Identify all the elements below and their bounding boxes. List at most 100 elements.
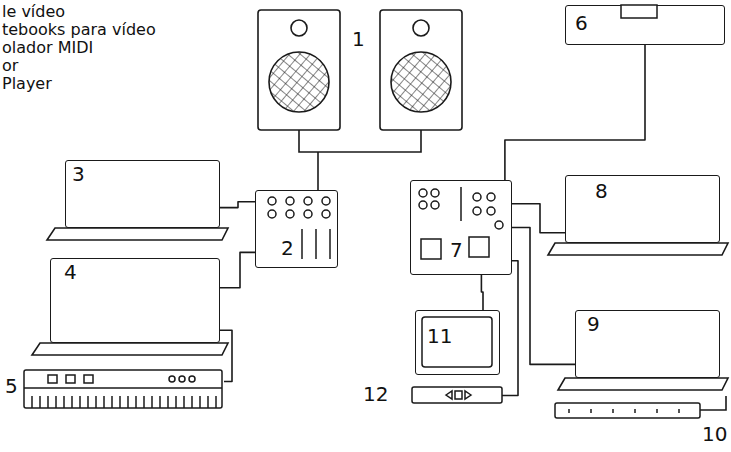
speaker-cable	[299, 130, 421, 190]
projector-drawing-part	[621, 5, 657, 18]
projector: 6	[565, 5, 725, 45]
midi-controller-drawing-part-part	[183, 396, 185, 408]
video-mixer-drawing-part-part	[419, 189, 427, 197]
midi-controller-drawing-part-part	[55, 396, 57, 408]
video-mixer-drawing-part-part	[487, 207, 495, 215]
legend-text: tebooks para vídeo	[2, 21, 156, 39]
text-holder: 9	[576, 311, 719, 335]
audio-mixer-drawing-part-part	[286, 197, 294, 205]
midi-controller-drawing-part-part	[159, 396, 161, 408]
cable-stub	[700, 396, 726, 410]
woofer	[391, 52, 451, 112]
midi-controller-drawing-part-part	[79, 396, 81, 408]
callout-number: 9	[586, 313, 601, 335]
power-strip-drawing-part-part	[555, 403, 700, 418]
media-player-drawing-part-part	[412, 387, 502, 403]
media-player-drawing-part-part	[446, 391, 452, 399]
video-mixer-drawing-part-part	[495, 221, 503, 229]
midi-controller-drawing-part-part	[111, 396, 113, 408]
media-player-drawing-part	[412, 387, 502, 403]
midi-controller-drawing-part-part	[47, 396, 49, 408]
audio-mixer-drawing-part-part	[304, 210, 312, 218]
callout-number: 2	[280, 237, 295, 259]
media-player: 12	[362, 383, 502, 408]
tweeter	[291, 20, 307, 36]
midi-controller-drawing-part-part	[143, 396, 145, 408]
speaker-cable	[317, 152, 319, 190]
midi-controller-drawing-part-part	[179, 376, 185, 382]
audio-mixer-drawing-part-part	[329, 229, 331, 259]
cable-stub	[700, 396, 726, 410]
power-strip-drawing-part-part	[656, 409, 658, 413]
midi-controller-drawing-part-part	[103, 396, 105, 408]
midi-controller-drawing-part-part	[215, 396, 217, 408]
callout-number: 5	[4, 375, 19, 397]
laptop-base	[558, 378, 728, 390]
speaker-body	[258, 10, 340, 130]
projector-drawing-part-part	[621, 5, 657, 18]
speaker-cable	[299, 130, 421, 152]
midi-controller-drawing-part-part	[119, 396, 121, 408]
speaker	[258, 10, 340, 130]
laptop-base	[548, 243, 728, 255]
cable	[512, 228, 575, 365]
power-strip-drawing-part-part	[678, 409, 680, 413]
cable	[505, 45, 645, 180]
cable	[481, 275, 483, 310]
power-strip-drawing-part-part	[634, 409, 636, 413]
audio-mixer-drawing-part-part	[268, 210, 276, 218]
cable	[512, 204, 565, 233]
video-mixer-drawing-part-part	[421, 239, 441, 259]
audio-mixer-drawing-part-part	[322, 197, 330, 205]
midi-controller-drawing	[4, 368, 224, 413]
text-holder: 4	[51, 259, 219, 283]
midi-controller: 5	[4, 368, 224, 413]
midi-controller-drawing-part-part	[191, 396, 193, 408]
callout-number: 8	[594, 180, 609, 202]
midi-controller-drawing-part-part	[199, 396, 201, 408]
midi-controller-drawing-part-part	[66, 375, 75, 383]
midi-controller-drawing-part-part	[87, 396, 89, 408]
midi-controller-drawing-part-part	[175, 396, 177, 408]
power-strip-drawing-part	[555, 403, 700, 418]
audio-mixer-drawing-part-part	[286, 210, 294, 218]
callout-number: 4	[63, 261, 78, 283]
tweeter	[413, 20, 429, 36]
callout-number: 10	[701, 423, 728, 445]
video-monitor: 11	[415, 310, 500, 375]
video-mixer-drawing-part-part	[419, 201, 427, 209]
callout-number: 7	[449, 239, 464, 261]
legend-text: le vídeo	[2, 3, 65, 21]
midi-controller-drawing-part-part	[207, 396, 209, 408]
audio-mixer-drawing-part	[268, 197, 330, 259]
callout-number: 6	[574, 12, 589, 34]
text-holder: 10	[555, 403, 731, 445]
text-holder: 6	[566, 6, 724, 34]
audio-mixer-drawing-part-part	[315, 229, 317, 259]
video-mixer: 7	[410, 180, 512, 275]
midi-controller-drawing-part-part	[151, 396, 153, 408]
text-holder: 5	[4, 368, 224, 397]
laptop-base	[32, 228, 728, 390]
power-strip: 10	[555, 403, 731, 448]
media-player-drawing-part-part	[455, 391, 462, 399]
text-holder: 2	[256, 191, 337, 259]
speaker	[380, 10, 462, 130]
audio-mixer: 2	[255, 190, 338, 268]
laptop-screen: 4	[50, 258, 220, 343]
text-holder: 11	[416, 311, 499, 347]
legend-text: Player	[2, 75, 52, 93]
legend-text: olador MIDI	[2, 39, 93, 57]
text-holder: 8	[566, 176, 719, 202]
midi-controller-drawing-part-part	[127, 396, 129, 408]
video-monitor-drawing-part-part	[422, 317, 492, 367]
laptop-screen: 9	[575, 310, 720, 378]
laptop-base	[47, 228, 228, 240]
video-mixer-drawing-part-part	[473, 193, 481, 201]
cable	[220, 252, 255, 287]
midi-controller-drawing-part-part	[84, 375, 93, 383]
callout-number: 3	[71, 163, 86, 185]
woofer	[269, 52, 329, 112]
video-mixer-drawing-part-part	[473, 207, 481, 215]
media-player-drawing-part-part	[465, 391, 471, 399]
